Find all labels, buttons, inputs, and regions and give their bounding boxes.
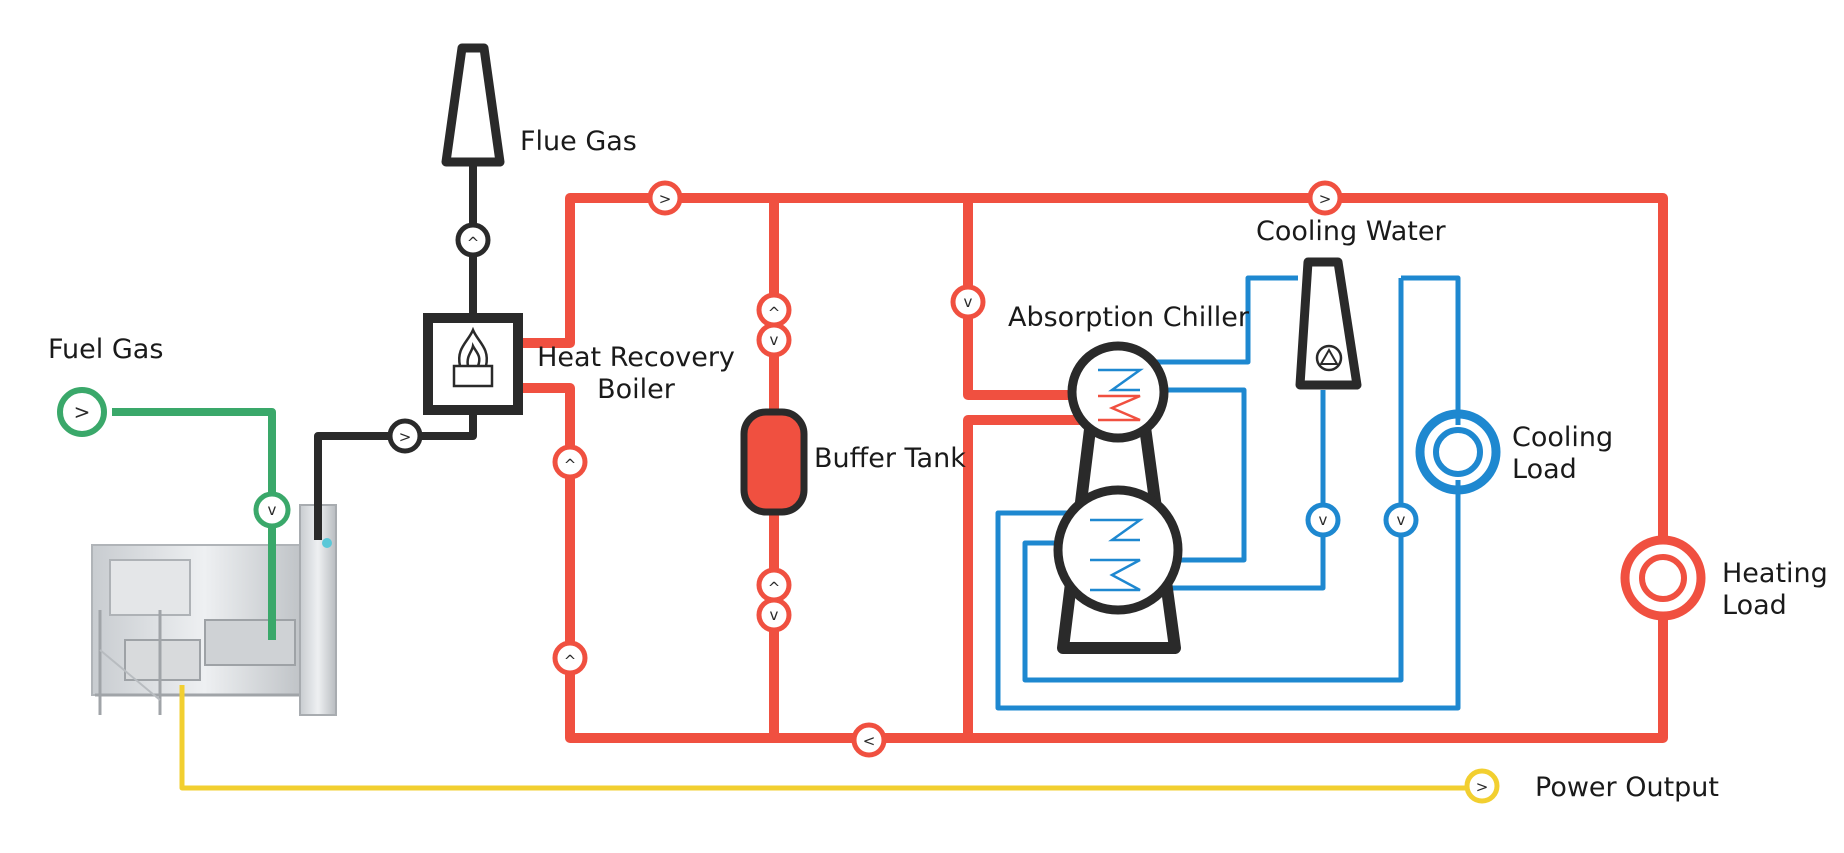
cooling-tower — [1295, 257, 1362, 390]
flow-direction-arrow-icon: > > ^ > > v ^ v ^ v v ^ ^ < v v > — [57, 180, 1500, 804]
cooling-load-pipe — [995, 480, 1461, 711]
flow-marker: v — [964, 293, 973, 311]
flow-marker: > — [399, 428, 412, 446]
flow-marker: v — [1319, 511, 1328, 529]
flow-marker: v — [1397, 511, 1406, 529]
buffer-tank-label: Buffer Tank — [814, 443, 966, 474]
chilled-water-loop — [995, 275, 1461, 711]
cooling-water-pipe-a — [1130, 275, 1298, 365]
flow-marker: v — [770, 606, 779, 624]
flow-marker: ^ — [467, 234, 480, 252]
fuel-gas-pipe — [112, 408, 276, 640]
flow-marker: > — [659, 190, 672, 208]
evaporator-shell — [1053, 485, 1183, 615]
flow-marker: v — [268, 501, 277, 519]
cooling-water-pipe-c — [1130, 390, 1326, 591]
burner-flame-icon — [452, 326, 494, 388]
chilled-return-pipe — [1022, 278, 1404, 683]
cooling-water-label: Cooling Water — [1256, 216, 1446, 247]
flow-marker: < — [863, 732, 876, 750]
flow-marker: > — [74, 400, 91, 424]
chiller-supply-pipe — [963, 198, 1090, 400]
heat-recovery-boiler-label: Heat Recovery Boiler — [537, 342, 735, 406]
buffer-tank — [740, 408, 808, 516]
heat-exchanger-coil-icon — [1090, 368, 1144, 592]
flue-gas-label: Flue Gas — [520, 126, 637, 157]
heating-load-label: Heating Load — [1722, 558, 1828, 622]
absorption-chiller-label: Absorption Chiller — [1008, 302, 1249, 333]
flow-marker: ^ — [564, 456, 577, 474]
cooling-load-label: Cooling Load — [1512, 422, 1614, 486]
heat-recovery-boiler — [423, 313, 523, 415]
power-output-label: Power Output — [1535, 772, 1720, 803]
flow-marker: > — [1476, 778, 1489, 796]
flue-gas-stack — [441, 43, 505, 167]
flow-marker: > — [1319, 190, 1332, 208]
generator-shell — [1067, 341, 1169, 443]
cooling-water-pipe-b — [1130, 387, 1247, 563]
heating-load — [1620, 535, 1706, 621]
chiller-return-pipe — [963, 415, 1090, 738]
cooling-load-return-pipe — [1401, 275, 1461, 425]
gas-turbine-icon — [91, 504, 337, 716]
fuel-gas-label: Fuel Gas — [48, 334, 164, 365]
flow-marker: v — [770, 331, 779, 349]
absorption-chiller — [1053, 341, 1183, 654]
flow-marker: ^ — [768, 579, 781, 597]
cooling-fan-icon — [1319, 347, 1339, 365]
cooling-load — [1415, 409, 1501, 495]
flow-marker: ^ — [564, 652, 577, 670]
power-output-line — [179, 685, 1470, 791]
flow-marker: ^ — [768, 304, 781, 322]
